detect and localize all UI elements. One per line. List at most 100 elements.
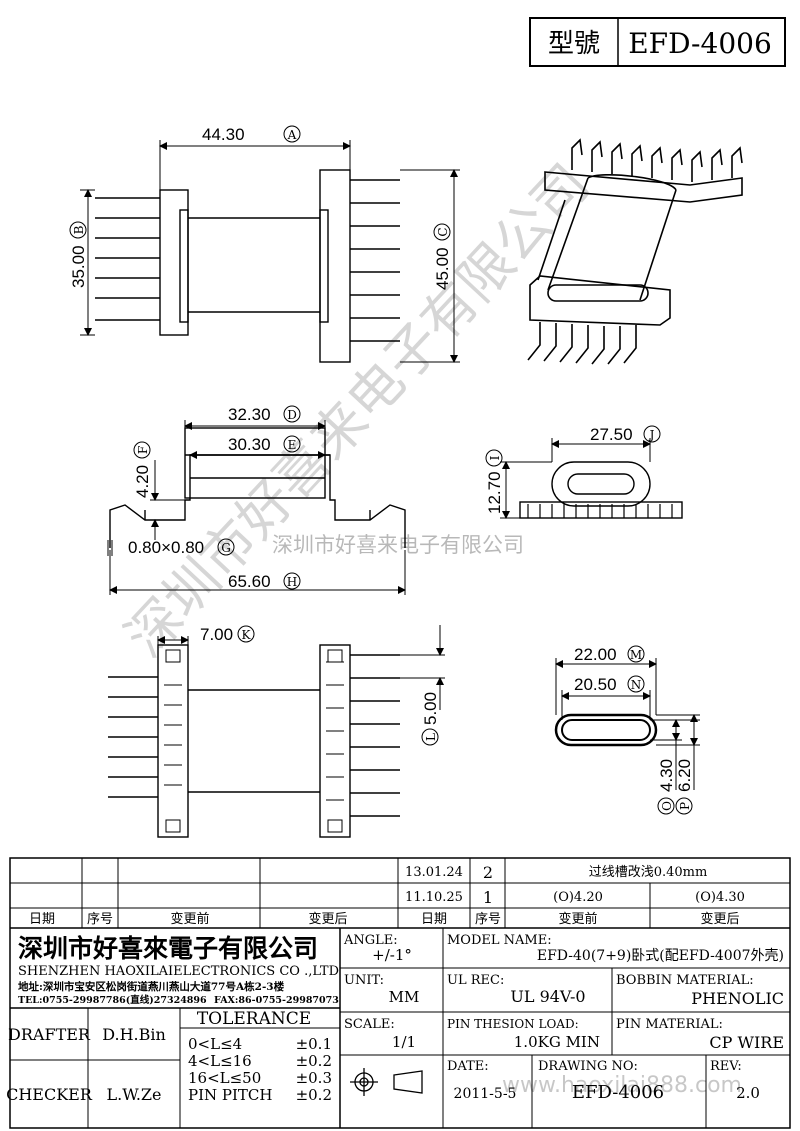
tol3-value: ±0.3 [296,1069,332,1087]
tol2-range: 4<L≤16 [188,1052,252,1070]
svg-text:F: F [136,446,150,454]
dim-n-label: 20.50 N [574,675,645,694]
angle-value: +/-1° [372,946,412,964]
dim-m-label: 22.00 M [574,645,645,664]
bottom-view [108,625,445,838]
svg-text:I: I [488,455,502,460]
svg-text:K: K [242,628,252,642]
checker-value: L.W.Ze [106,1085,161,1104]
bobbin-material-value: PHENOLIC [691,989,784,1008]
checker-label: CHECKER [6,1085,93,1104]
tol4-range: PIN PITCH [188,1086,273,1104]
projection-symbol-icon [350,1068,423,1096]
pin-load-value: 1.0KG MIN [514,1033,600,1051]
hdr-seq-left: 序号 [87,912,113,927]
svg-text:6.20: 6.20 [675,759,694,792]
svg-text:44.30: 44.30 [202,125,245,144]
svg-text:C: C [436,227,450,236]
revision-table [9,857,791,1129]
model-label: 型號 [548,29,600,59]
rev1-date: 11.10.25 [405,890,463,905]
rev1-before: (O)4.20 [553,890,603,905]
svg-text:E: E [288,438,297,452]
dim-k-label: 7.00 K [200,625,255,644]
model-name-value: EFD-40(7+9)卧式(配EFD-4007外壳) [537,947,784,964]
company-fax: FAX:86-0755-29987073 [214,995,339,1006]
svg-text:A: A [287,128,297,142]
top-view [80,140,460,363]
dim-a-label: 44.30 A [202,125,301,144]
tol2-value: ±0.2 [296,1052,332,1070]
dim-i-label: 12.70 I [485,449,504,514]
svg-text:65.60: 65.60 [228,572,271,591]
dim-j-label: 27.50 J [590,425,661,444]
company-address: 地址:深圳市宝安区松岗街道燕川燕山大道77号A栋2-3楼 [18,980,285,993]
tolerance-label: TOLERANCE [197,1009,311,1029]
hdr-date-left: 日期 [29,912,55,927]
svg-text:J: J [648,428,655,442]
rev1-after: (O)4.30 [695,890,745,905]
rev2-after: 过线槽改浅0.40mm [589,865,708,880]
slot-view [554,658,700,790]
bottom-left-pins [108,676,158,798]
pin-material-value: CP WIRE [709,1033,784,1052]
right-pins [350,179,400,342]
drawing-no-value: EFD-4006 [572,1082,664,1103]
dim-o-label: 4.30 O [657,759,676,815]
hdr-before-right: 变更前 [558,911,597,927]
unit-label: UNIT: [344,973,384,988]
side-view [107,420,406,595]
hdr-before-left: 变更前 [170,911,209,927]
svg-text:5.00: 5.00 [421,692,440,725]
rev-value: 2.0 [736,1084,760,1102]
model-number-box: 型號 EFD-4006 [529,17,786,67]
svg-text:N: N [631,678,642,692]
dim-c-label: 45.00 C [433,223,452,290]
svg-text:B: B [72,225,86,234]
svg-text:M: M [630,648,642,662]
rev-label: REV: [710,1059,742,1074]
dim-b-label: 35.00 B [69,221,88,288]
tol3-range: 16<L≤50 [188,1069,261,1087]
dim-e-label: 30.30 E [228,435,301,454]
svg-text:20.50: 20.50 [574,675,617,694]
end-view-pins [527,504,673,518]
date-value: 2011-5-5 [454,1086,517,1102]
model-value: EFD-4006 [628,27,772,60]
dim-h-label: 65.60 H [228,572,301,591]
pin-slots [164,649,344,833]
svg-text:12.70: 12.70 [485,471,504,514]
company-tel: TEL:0755-29987786(直线)27324896 [18,994,207,1006]
hdr-after-right: 变更后 [700,911,739,927]
svg-text:4.20: 4.20 [133,465,152,498]
dim-l-label: 5.00 L [421,692,440,746]
svg-text:22.00: 22.00 [574,645,617,664]
watermark-horizontal: 深圳市好喜来电子有限公司 [272,533,524,557]
hdr-seq-right: 序号 [475,912,501,927]
svg-text:D: D [287,408,297,422]
drafter-label: DRAFTER [8,1025,91,1044]
pin-material-label: PIN MATERIAL: [616,1017,723,1032]
svg-text:O: O [660,801,674,811]
unit-value: MM [389,988,420,1006]
isometric-view [527,138,743,365]
hdr-date-right: 日期 [421,912,447,927]
rev1-seq: 1 [483,888,493,907]
tol1-range: 0<L≤4 [188,1035,242,1053]
hdr-after-left: 变更后 [308,911,347,927]
svg-text:35.00: 35.00 [69,245,88,288]
rev2-date: 13.01.24 [405,865,463,880]
dim-g-label: 0.80×0.80 G [128,538,235,557]
angle-label: ANGLE: [343,933,398,948]
bobbin-material-label: BOBBIN MATERIAL: [616,973,754,988]
title-block-grid [10,928,790,1128]
svg-text:30.30: 30.30 [228,435,271,454]
svg-text:4.30: 4.30 [657,759,676,792]
ul-rec-label: UL REC: [447,973,504,988]
drawing-no-watermark: www.haoxilai888.com [502,1073,742,1098]
pin-load-label: PIN THESION LOAD: [447,1017,579,1031]
svg-text:0.80×0.80: 0.80×0.80 [128,538,204,557]
ul-rec-value: UL 94V-0 [510,987,585,1006]
svg-text:G: G [221,541,231,555]
svg-text:L: L [424,733,438,741]
